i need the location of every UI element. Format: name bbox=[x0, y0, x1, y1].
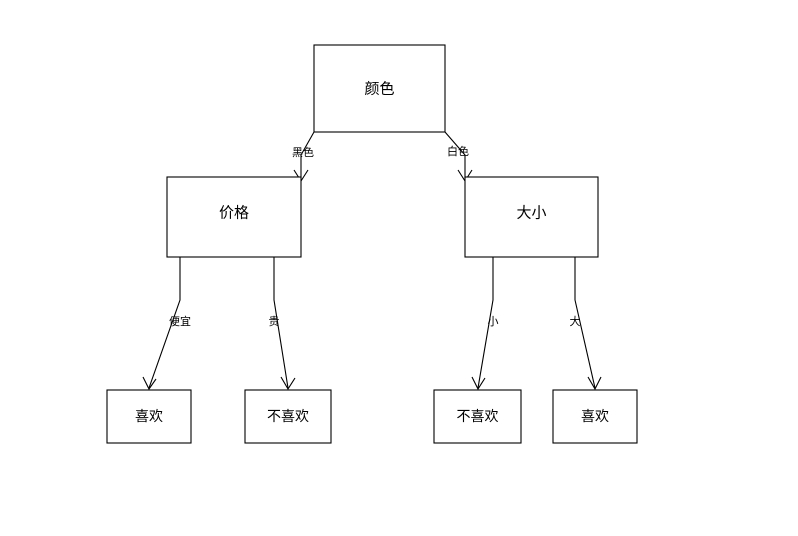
node-root-color[interactable]: 颜色 bbox=[313, 44, 446, 133]
edge-label-large: 大 bbox=[570, 314, 581, 328]
edge-root-to-price: 黑色 bbox=[292, 131, 315, 183]
edge-label-black: 黑色 bbox=[292, 145, 314, 159]
node-leaf-like-cheap-box[interactable] bbox=[106, 389, 192, 444]
node-root-color-label: 颜色 bbox=[364, 80, 394, 98]
edge-size-to-like-arrowhead bbox=[587, 376, 602, 391]
node-size[interactable]: 大小 bbox=[464, 176, 599, 258]
node-leaf-dislike-small-label: 不喜欢 bbox=[457, 409, 499, 425]
edge-size-to-dislike-line bbox=[477, 257, 494, 389]
edge-price-to-dislike: 贵 bbox=[269, 257, 296, 391]
edge-label-white: 白色 bbox=[447, 144, 469, 158]
edge-price-to-dislike-arrowhead bbox=[280, 376, 296, 391]
node-price[interactable]: 价格 bbox=[166, 176, 302, 258]
edge-label-expensive: 贵 bbox=[269, 315, 280, 328]
node-leaf-dislike-expensive-label: 不喜欢 bbox=[267, 409, 309, 425]
edge-label-small: 小 bbox=[488, 315, 499, 328]
node-size-box[interactable] bbox=[464, 176, 599, 258]
edge-size-to-like-line bbox=[574, 257, 596, 389]
edge-root-to-price-line bbox=[300, 131, 315, 180]
node-leaf-dislike-expensive[interactable]: 不喜欢 bbox=[244, 389, 332, 444]
edge-price-to-like-arrowhead bbox=[142, 376, 157, 391]
edge-price-to-like: 便宜 bbox=[142, 257, 191, 391]
node-size-label: 大小 bbox=[516, 204, 546, 222]
edge-size-to-like: 大 bbox=[570, 257, 602, 391]
node-leaf-like-cheap-label: 喜欢 bbox=[135, 409, 163, 425]
node-leaf-like-cheap[interactable]: 喜欢 bbox=[106, 389, 192, 444]
edge-price-to-dislike-line bbox=[273, 257, 289, 389]
node-root-color-box[interactable] bbox=[313, 44, 446, 133]
node-leaf-dislike-small-box[interactable] bbox=[433, 389, 522, 444]
edge-root-to-size: 白色 bbox=[444, 131, 473, 183]
edge-size-to-dislike: 小 bbox=[471, 257, 499, 391]
node-price-label: 价格 bbox=[219, 204, 249, 222]
node-leaf-dislike-small[interactable]: 不喜欢 bbox=[433, 389, 522, 444]
edge-price-to-like-line bbox=[148, 257, 181, 389]
node-leaf-like-large[interactable]: 喜欢 bbox=[552, 389, 638, 444]
node-price-box[interactable] bbox=[166, 176, 302, 258]
edge-root-to-size-line bbox=[444, 131, 466, 180]
edge-size-to-dislike-arrowhead bbox=[471, 376, 486, 391]
node-leaf-like-large-label: 喜欢 bbox=[581, 409, 609, 425]
node-leaf-like-large-box[interactable] bbox=[552, 389, 638, 444]
edge-label-cheap: 便宜 bbox=[169, 314, 191, 328]
node-leaf-dislike-expensive-box[interactable] bbox=[244, 389, 332, 444]
